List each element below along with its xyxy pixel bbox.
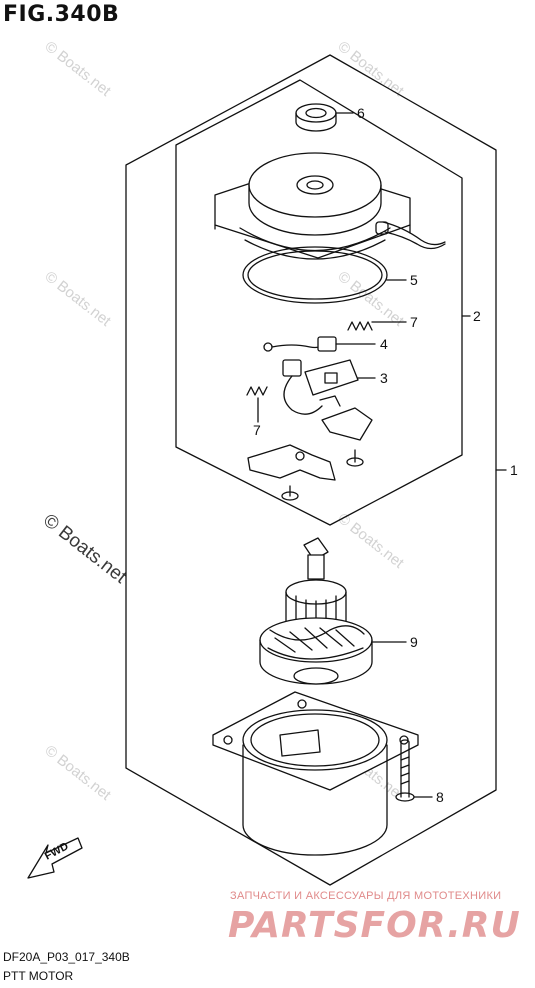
callout-5: 5 — [410, 272, 418, 288]
callout-8: 8 — [436, 789, 444, 805]
part-5-o-ring — [242, 246, 388, 304]
motor-yoke — [212, 691, 419, 856]
callout-7: 7 — [410, 314, 418, 330]
part-9-armature — [259, 537, 373, 685]
shop-tagline: ЗАПЧАСТИ И АКСЕССУАРЫ ДЛЯ МОТОТЕХНИКИ — [230, 890, 502, 902]
callout-9: 9 — [410, 634, 418, 650]
callout-2: 2 — [473, 308, 481, 324]
diagram-code: DF20A_P03_017_340B — [3, 950, 130, 964]
assembly-outline-outer — [125, 54, 497, 886]
callout-1: 1 — [510, 462, 518, 478]
part-7-spring-upper — [347, 321, 373, 331]
part-8-bolt — [395, 739, 415, 802]
part-7-spring-lower — [246, 386, 268, 396]
diagram-caption: PTT MOTOR — [3, 969, 74, 983]
figure-title: FIG.340B — [3, 2, 120, 27]
callout-3: 3 — [380, 370, 388, 386]
terminal-plate — [247, 444, 364, 501]
fwd-arrow-icon: FWD — [27, 837, 83, 879]
shop-logo: PARTSFOR.RU — [228, 905, 521, 946]
callout-7: 7 — [253, 422, 261, 438]
callout-4: 4 — [380, 336, 388, 352]
part-6-seal — [295, 103, 337, 132]
callout-6: 6 — [357, 105, 365, 121]
part-4-brush — [263, 336, 337, 352]
assembly-outline-inner — [175, 79, 463, 526]
part-3-brush-holder — [282, 359, 373, 441]
motor-end-cap — [214, 152, 446, 260]
